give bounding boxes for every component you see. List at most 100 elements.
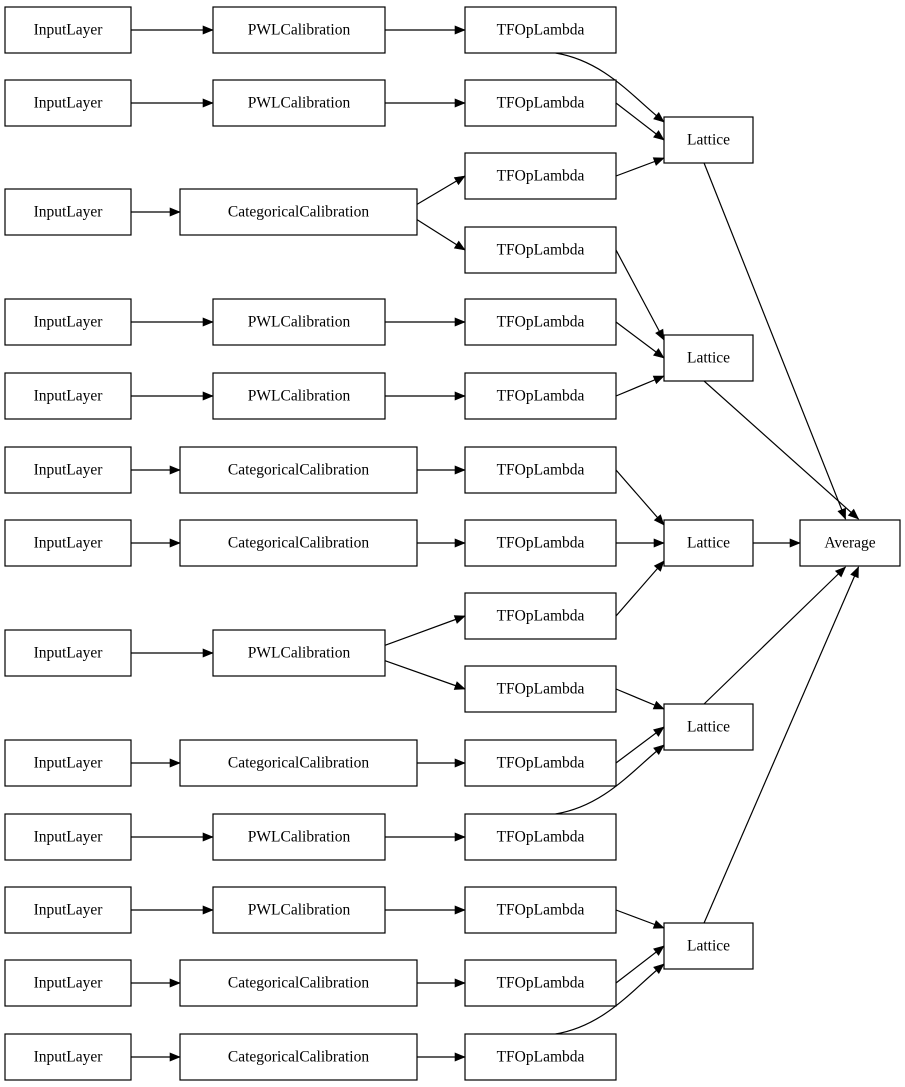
node-op8[interactable]: TFOpLambda bbox=[464, 519, 617, 567]
node-in5[interactable]: InputLayer bbox=[4, 372, 132, 420]
node-cal7[interactable]: CategoricalCalibration bbox=[179, 519, 418, 567]
node-box[interactable] bbox=[464, 665, 617, 713]
node-op7[interactable]: TFOpLambda bbox=[464, 446, 617, 494]
node-lat2[interactable]: Lattice bbox=[663, 334, 754, 382]
node-box[interactable] bbox=[4, 1033, 132, 1081]
node-box[interactable] bbox=[464, 79, 617, 127]
node-op2[interactable]: TFOpLambda bbox=[464, 79, 617, 127]
node-cal10[interactable]: PWLCalibration bbox=[212, 813, 386, 861]
node-in7[interactable]: InputLayer bbox=[4, 519, 132, 567]
node-box[interactable] bbox=[663, 703, 754, 751]
node-box[interactable] bbox=[663, 334, 754, 382]
node-box[interactable] bbox=[4, 79, 132, 127]
node-box[interactable] bbox=[212, 886, 386, 934]
node-box[interactable] bbox=[4, 446, 132, 494]
node-box[interactable] bbox=[663, 922, 754, 970]
node-box[interactable] bbox=[4, 629, 132, 677]
edge-cal8-to-op10 bbox=[384, 660, 466, 690]
node-box[interactable] bbox=[179, 1033, 418, 1081]
node-box[interactable] bbox=[179, 519, 418, 567]
node-cal3[interactable]: CategoricalCalibration bbox=[179, 188, 418, 236]
node-box[interactable] bbox=[464, 6, 617, 54]
node-box[interactable] bbox=[212, 6, 386, 54]
node-box[interactable] bbox=[4, 739, 132, 787]
node-box[interactable] bbox=[464, 592, 617, 640]
node-op13[interactable]: TFOpLambda bbox=[464, 886, 617, 934]
edge-arrowhead bbox=[202, 391, 214, 401]
node-box[interactable] bbox=[212, 372, 386, 420]
node-box[interactable] bbox=[179, 959, 418, 1007]
node-in6[interactable]: InputLayer bbox=[4, 446, 132, 494]
node-box[interactable] bbox=[212, 298, 386, 346]
node-box[interactable] bbox=[464, 886, 617, 934]
node-box[interactable] bbox=[464, 226, 617, 274]
node-cal8[interactable]: PWLCalibration bbox=[212, 629, 386, 677]
node-op4[interactable]: TFOpLambda bbox=[464, 226, 617, 274]
node-box[interactable] bbox=[799, 519, 901, 567]
node-in13[interactable]: InputLayer bbox=[4, 1033, 132, 1081]
node-in12[interactable]: InputLayer bbox=[4, 959, 132, 1007]
node-box[interactable] bbox=[212, 79, 386, 127]
node-avg[interactable]: Average bbox=[799, 519, 901, 567]
node-box[interactable] bbox=[464, 519, 617, 567]
node-box[interactable] bbox=[4, 6, 132, 54]
node-box[interactable] bbox=[179, 188, 418, 236]
node-lat5[interactable]: Lattice bbox=[663, 922, 754, 970]
node-box[interactable] bbox=[464, 298, 617, 346]
node-box[interactable] bbox=[4, 813, 132, 861]
node-box[interactable] bbox=[179, 739, 418, 787]
node-cal13[interactable]: CategoricalCalibration bbox=[179, 1033, 418, 1081]
node-op9[interactable]: TFOpLambda bbox=[464, 592, 617, 640]
node-op14[interactable]: TFOpLambda bbox=[464, 959, 617, 1007]
node-op1[interactable]: TFOpLambda bbox=[464, 6, 617, 54]
node-cal12[interactable]: CategoricalCalibration bbox=[179, 959, 418, 1007]
node-cal4[interactable]: PWLCalibration bbox=[212, 298, 386, 346]
node-box[interactable] bbox=[663, 519, 754, 567]
node-box[interactable] bbox=[464, 446, 617, 494]
node-box[interactable] bbox=[464, 152, 617, 200]
node-in11[interactable]: InputLayer bbox=[4, 886, 132, 934]
node-op3[interactable]: TFOpLambda bbox=[464, 152, 617, 200]
node-op6[interactable]: TFOpLambda bbox=[464, 372, 617, 420]
node-box[interactable] bbox=[4, 959, 132, 1007]
node-op11[interactable]: TFOpLambda bbox=[464, 739, 617, 787]
node-in10[interactable]: InputLayer bbox=[4, 813, 132, 861]
node-cal9[interactable]: CategoricalCalibration bbox=[179, 739, 418, 787]
node-in3[interactable]: InputLayer bbox=[4, 188, 132, 236]
node-box[interactable] bbox=[212, 813, 386, 861]
node-box[interactable] bbox=[464, 372, 617, 420]
node-lat4[interactable]: Lattice bbox=[663, 703, 754, 751]
node-box[interactable] bbox=[464, 739, 617, 787]
edge-arrowhead bbox=[454, 758, 466, 768]
node-op12[interactable]: TFOpLambda bbox=[464, 813, 617, 861]
node-op5[interactable]: TFOpLambda bbox=[464, 298, 617, 346]
node-in2[interactable]: InputLayer bbox=[4, 79, 132, 127]
node-cal11[interactable]: PWLCalibration bbox=[212, 886, 386, 934]
node-cal5[interactable]: PWLCalibration bbox=[212, 372, 386, 420]
node-in9[interactable]: InputLayer bbox=[4, 739, 132, 787]
node-box[interactable] bbox=[4, 886, 132, 934]
node-box[interactable] bbox=[4, 519, 132, 567]
node-op10[interactable]: TFOpLambda bbox=[464, 665, 617, 713]
node-cal2[interactable]: PWLCalibration bbox=[212, 79, 386, 127]
node-cal1[interactable]: PWLCalibration bbox=[212, 6, 386, 54]
edge-layer bbox=[131, 25, 860, 1062]
node-box[interactable] bbox=[4, 298, 132, 346]
node-box[interactable] bbox=[179, 446, 418, 494]
node-in1[interactable]: InputLayer bbox=[4, 6, 132, 54]
node-box[interactable] bbox=[464, 959, 617, 1007]
node-box[interactable] bbox=[464, 813, 617, 861]
node-box[interactable] bbox=[464, 1033, 617, 1081]
node-box[interactable] bbox=[663, 116, 754, 164]
node-box[interactable] bbox=[4, 372, 132, 420]
node-in4[interactable]: InputLayer bbox=[4, 298, 132, 346]
node-op15[interactable]: TFOpLambda bbox=[464, 1033, 617, 1081]
node-box[interactable] bbox=[4, 188, 132, 236]
node-lat1[interactable]: Lattice bbox=[663, 116, 754, 164]
node-label: InputLayer bbox=[34, 645, 104, 662]
node-box[interactable] bbox=[212, 629, 386, 677]
node-label: Average bbox=[824, 535, 875, 552]
node-in8[interactable]: InputLayer bbox=[4, 629, 132, 677]
node-lat3[interactable]: Lattice bbox=[663, 519, 754, 567]
node-cal6[interactable]: CategoricalCalibration bbox=[179, 446, 418, 494]
